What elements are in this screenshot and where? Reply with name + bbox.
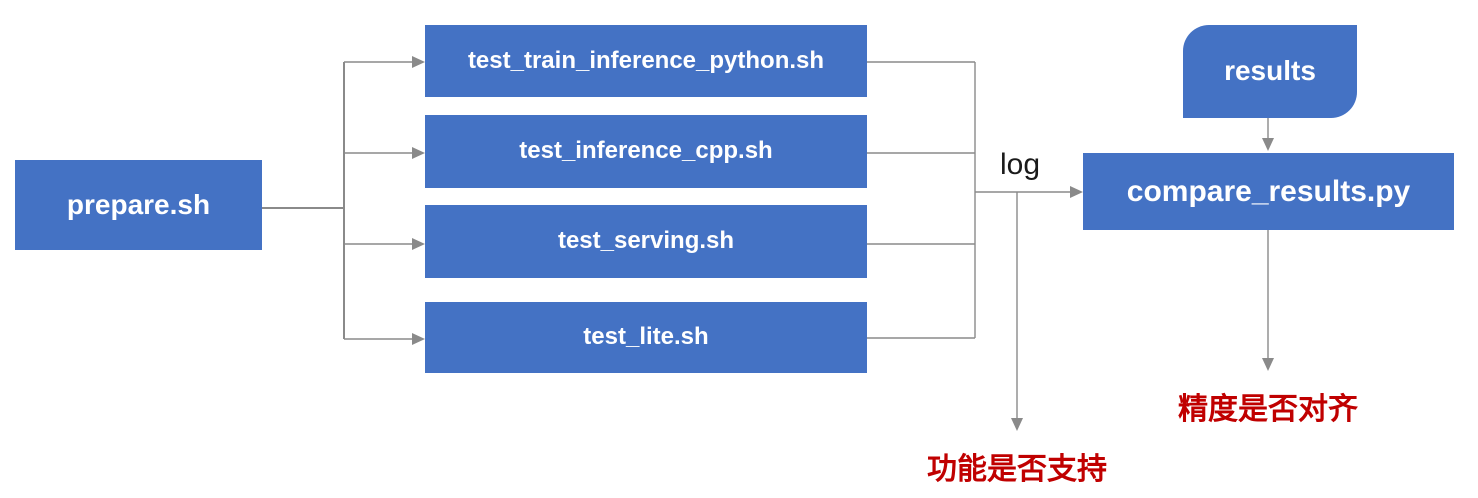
node-test-train-inference-python-label: test_train_inference_python.sh — [467, 46, 825, 74]
connector-prepare-to-branch — [262, 62, 345, 339]
node-test-inference-cpp: test_inference_cpp.sh — [425, 115, 867, 188]
arrow-branch-to-test-train — [344, 56, 425, 68]
arrow-branch-to-test-serving — [344, 238, 425, 250]
node-test-train-inference-python: test_train_inference_python.sh — [425, 25, 867, 97]
node-results: results — [1183, 25, 1357, 118]
node-test-lite-label: test_lite.sh — [583, 323, 709, 351]
node-test-inference-cpp-label: test_inference_cpp.sh — [519, 137, 773, 165]
arrow-log-to-feature-check — [1011, 192, 1023, 431]
arrow-branch-to-test-lite — [344, 333, 425, 345]
node-prepare-sh-label: prepare.sh — [66, 188, 211, 220]
edge-label-log: log — [999, 148, 1041, 181]
node-results-label: results — [1224, 55, 1316, 87]
node-compare-results-py-label: compare_results.py — [1126, 175, 1411, 208]
node-prepare-sh: prepare.sh — [15, 160, 262, 250]
arrow-log-to-compare — [975, 186, 1083, 198]
arrow-branch-to-test-cpp — [344, 147, 425, 159]
node-test-serving-label: test_serving.sh — [557, 227, 735, 255]
connector-tests-to-collector — [867, 61, 976, 339]
node-test-serving: test_serving.sh — [425, 205, 867, 278]
annotation-feature-check: 功能是否支持 — [927, 453, 1107, 486]
arrow-results-to-compare — [1262, 118, 1274, 151]
node-test-lite: test_lite.sh — [425, 302, 867, 373]
node-compare-results-py: compare_results.py — [1083, 153, 1454, 230]
arrow-compare-to-accuracy-check — [1262, 230, 1274, 371]
annotation-accuracy-check: 精度是否对齐 — [1178, 393, 1358, 426]
